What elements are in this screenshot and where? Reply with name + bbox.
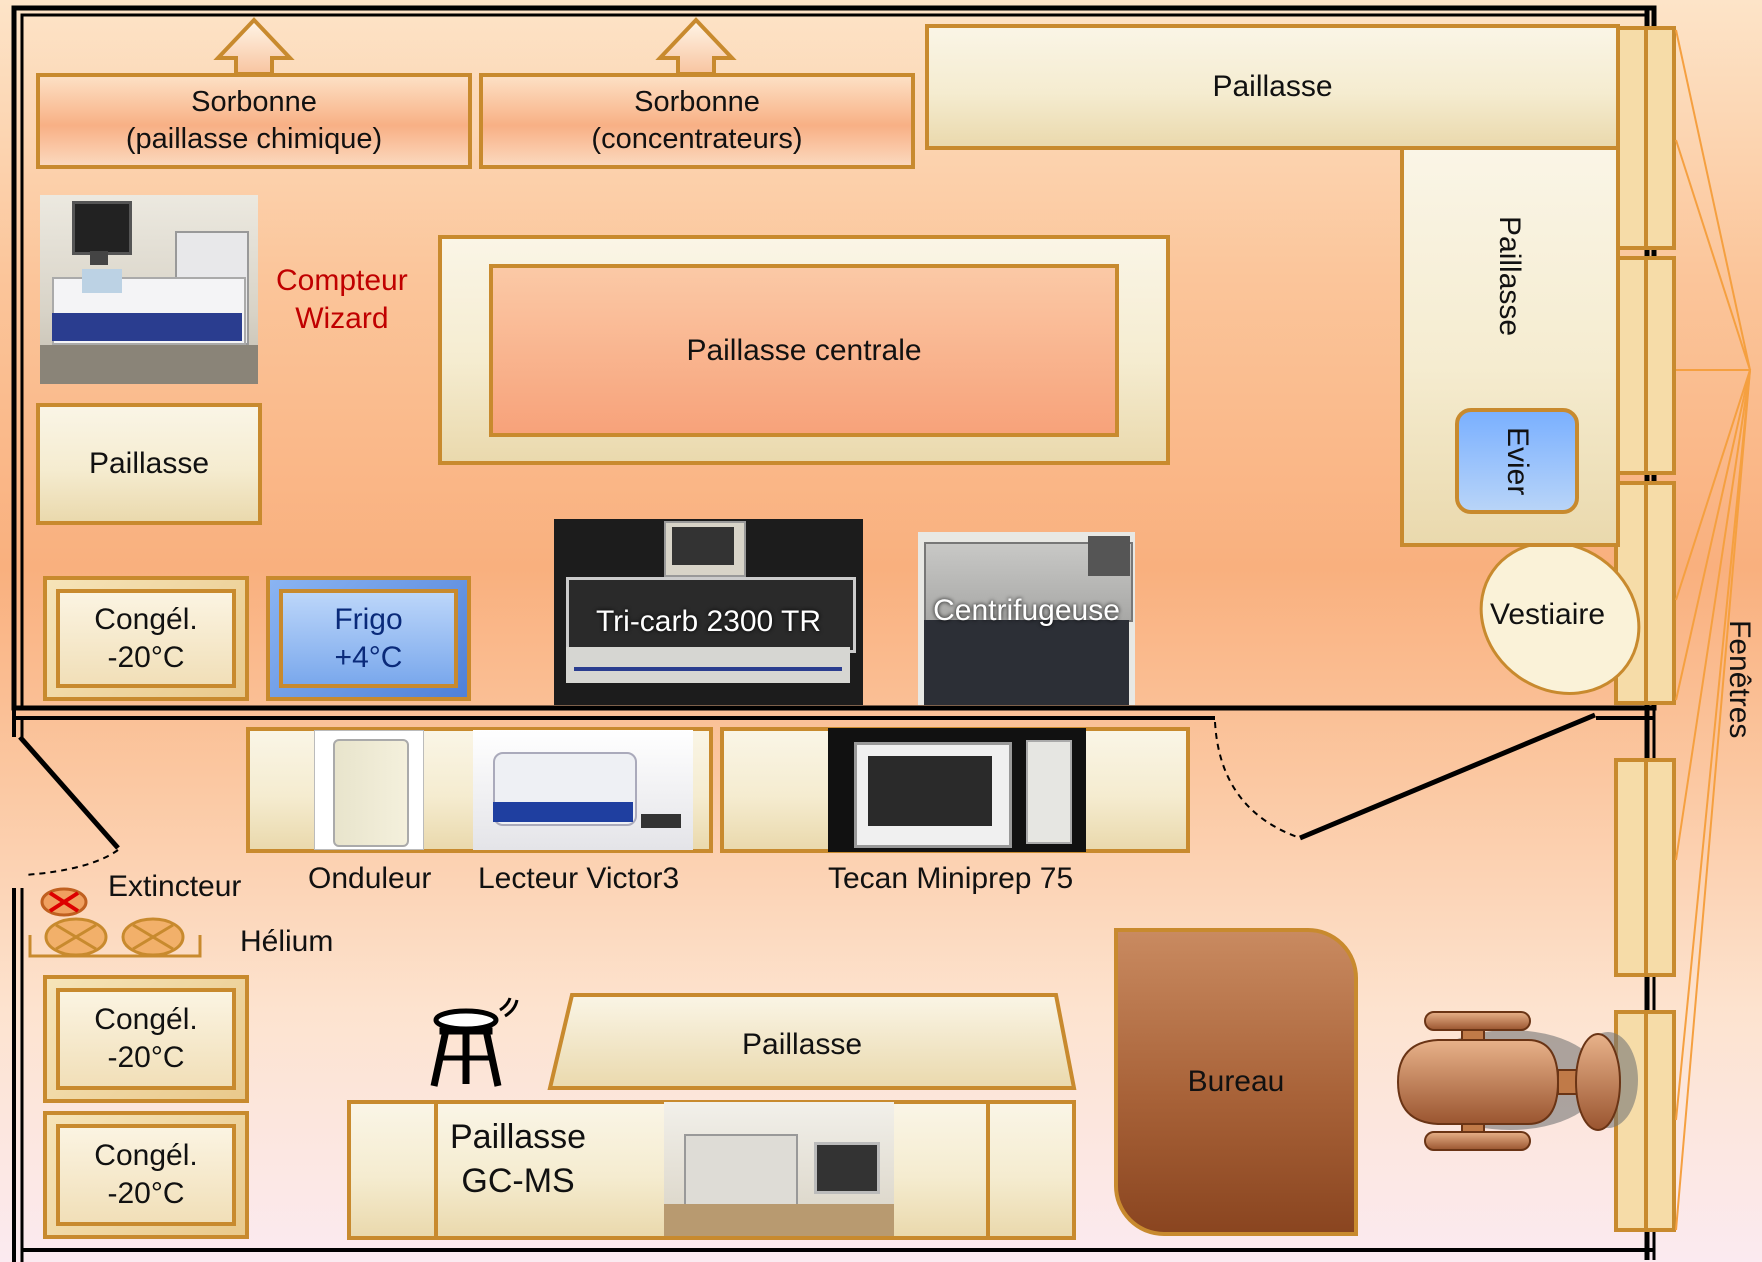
onduleur-photo: [314, 730, 424, 850]
compteur-wizard-label: Compteur Wizard: [276, 264, 408, 335]
congelateur-2: Congél. -20°C: [43, 975, 249, 1103]
helium-label: Hélium: [240, 925, 334, 958]
gcms-photo: [664, 1102, 894, 1236]
paillasse-gcms-divider-left: [434, 1100, 438, 1240]
door-arc-right: [1214, 721, 1301, 839]
stool-icon: [430, 997, 519, 1087]
helium-tank-icon: [28, 917, 202, 958]
frigo: Frigo +4°C: [266, 576, 471, 701]
centrifugeuse-label: Centrifugeuse: [933, 594, 1120, 627]
sorbonne-concentrateurs: Sorbonne (concentrateurs): [479, 73, 915, 169]
bureau: Bureau: [1114, 928, 1358, 1236]
congelateur-2-label: Congél. -20°C: [94, 1003, 198, 1074]
tricarb-label: Tri-carb 2300 TR: [595, 605, 822, 638]
windows: [1614, 26, 1676, 1232]
congelateur-1-label: Congél. -20°C: [94, 602, 198, 674]
extincteur-label: Extincteur: [108, 870, 242, 903]
office-chair-icon: [1396, 1011, 1638, 1151]
evier-label: Evier: [1501, 426, 1534, 496]
paillasse-gcms-divider-right: [986, 1100, 990, 1240]
paillasse-gcms-label: Paillasse GC-MS: [450, 1118, 587, 1200]
tricarb-photo: Tri-carb 2300 TR: [554, 519, 863, 705]
bureau-label: Bureau: [1187, 1065, 1285, 1098]
paillasse-centrale-label: Paillasse centrale: [686, 333, 922, 367]
fenetres-label: Fenêtres: [1723, 620, 1756, 739]
window-opening-lines: [1675, 29, 1752, 1231]
paillasse-left-label: Paillasse: [88, 447, 210, 480]
onduleur-label: Onduleur: [308, 862, 432, 895]
paillasse-top-label: Paillasse: [1212, 70, 1333, 103]
congelateur-3: Congél. -20°C: [43, 1111, 249, 1239]
paillasse-left: Paillasse: [36, 403, 262, 525]
vestiaire-label: Vestiaire: [1490, 598, 1606, 631]
arrow-up-icon: [213, 17, 737, 76]
tecan-label: Tecan Miniprep 75: [828, 862, 1074, 895]
lecteur-victor3-label: Lecteur Victor3: [478, 862, 680, 895]
vestiaire-shape: [1479, 541, 1641, 695]
paillasse-top: Paillasse: [925, 24, 1620, 150]
paillasse-right-label: Paillasse: [1493, 216, 1526, 337]
congelateur-3-label: Congél. -20°C: [94, 1139, 198, 1210]
sorbonne-concentrateurs-label: Sorbonne (concentrateurs): [591, 86, 803, 155]
evier: Evier: [1455, 408, 1579, 514]
frigo-label: Frigo +4°C: [334, 602, 403, 674]
lecteur-victor3-photo: [473, 730, 693, 850]
sorbonne-chimique-label: Sorbonne (paillasse chimique): [125, 86, 383, 155]
congelateur-1: Congél. -20°C: [43, 576, 249, 701]
paillasse-bottom-label: Paillasse: [742, 1028, 863, 1061]
tecan-photo: [828, 728, 1086, 852]
centrifugeuse-photo: Centrifugeuse: [918, 532, 1135, 705]
door-arc-left: [24, 849, 119, 876]
compteur-wizard-photo: [40, 195, 258, 384]
sorbonne-chimique: Sorbonne (paillasse chimique): [36, 73, 472, 169]
extinguisher-icon: [40, 887, 88, 917]
paillasse-centrale: Paillasse centrale: [489, 264, 1119, 437]
